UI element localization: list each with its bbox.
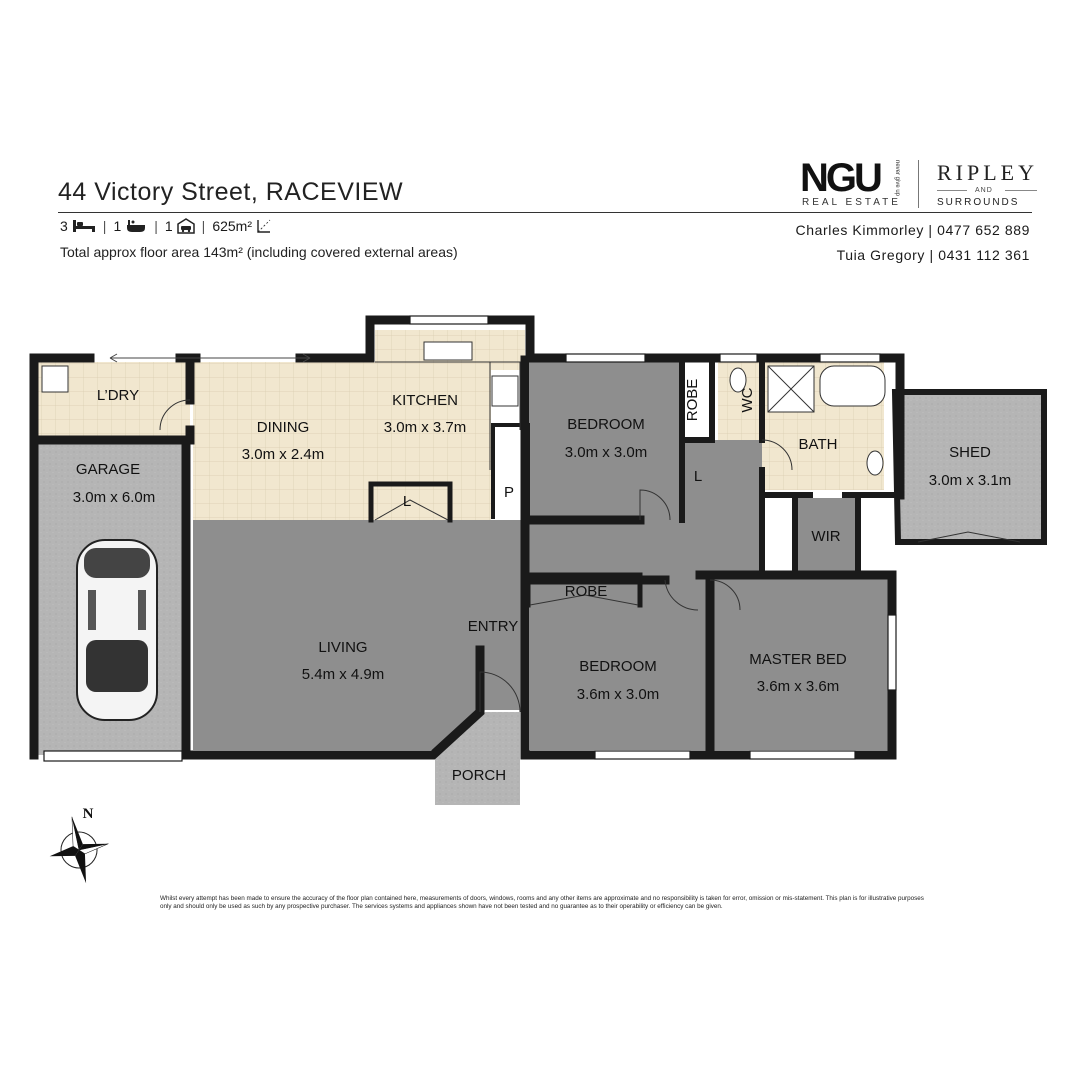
fixtures: [41, 341, 886, 476]
room-label-pantry: P: [504, 484, 514, 501]
agent-contact: Tuia Gregory | 0431 112 361: [836, 247, 1030, 263]
header-divider: [58, 212, 1032, 213]
agent-name: Charles Kimmorley: [795, 222, 924, 238]
room-size-kitchen: 3.0m x 3.7m: [384, 419, 467, 436]
agent-contact: Charles Kimmorley | 0477 652 889: [795, 222, 1030, 238]
room-size-bedroom2: 3.6m x 3.0m: [577, 686, 660, 703]
office-logo-line: [1005, 190, 1037, 191]
room-label-bath: BATH: [799, 436, 838, 453]
compass-north-label: N: [83, 806, 94, 822]
room-label-garage: GARAGE: [76, 461, 140, 478]
office-logo-line: [937, 190, 967, 191]
carpet-areas: [193, 362, 888, 750]
wir-floor: [795, 498, 855, 574]
room-size-living: 5.4m x 4.9m: [302, 666, 385, 683]
spec-separator: |: [154, 218, 158, 234]
compass-rose-icon: [49, 816, 109, 884]
master-floor: [712, 572, 888, 750]
room-label-porch: PORCH: [452, 767, 506, 784]
bath-icon: [125, 219, 147, 233]
agency-logo: NGU: [800, 156, 883, 200]
room-label-bedroom2: BEDROOM: [579, 658, 657, 675]
agency-subtitle: REAL ESTATE: [802, 197, 901, 208]
room-label-entry: ENTRY: [468, 618, 519, 635]
agent-phone[interactable]: 0477 652 889: [937, 222, 1030, 238]
laundry-tub: [41, 365, 69, 393]
beds-count: 3: [60, 218, 68, 234]
sliding-door-arrow: [109, 353, 311, 363]
basin: [866, 450, 884, 476]
window: [819, 353, 881, 363]
window: [409, 315, 489, 325]
agency-tagline: never give up: [894, 160, 900, 197]
spec-separator: |: [201, 218, 206, 234]
room-size-master: 3.6m x 3.6m: [757, 678, 840, 695]
disclaimer-text: Whilst every attempt has been made to en…: [160, 895, 924, 910]
office-logo: RIPLEY: [937, 160, 1038, 185]
room-label-kitchen: KITCHEN: [392, 392, 458, 409]
windows: [43, 315, 897, 762]
bed-icon: [72, 219, 96, 233]
agent-name: Tuia Gregory: [836, 247, 925, 263]
room-label-wir: WIR: [811, 528, 840, 545]
cooktop: [491, 375, 519, 407]
room-label-laundry: L’DRY: [97, 387, 139, 404]
hall-floor: [640, 440, 762, 575]
room-label-robe1: ROBE: [684, 379, 701, 422]
toilet: [729, 367, 747, 393]
office-logo-and: AND: [975, 187, 993, 194]
baths-count: 1: [113, 218, 122, 234]
room-label-linen2: L: [694, 468, 702, 485]
cars-count: 1: [164, 218, 173, 234]
property-address: 44 Victory Street, RACEVIEW: [58, 178, 404, 206]
land-size: 625m²: [212, 218, 252, 234]
office-logo-subtitle: SURROUNDS: [937, 197, 1020, 208]
garage-door: [43, 750, 183, 762]
room-label-master: MASTER BED: [749, 651, 847, 668]
property-specs: 3 | 1 | 1 | 625m²: [60, 218, 272, 234]
tile-areas: [38, 330, 884, 520]
window: [887, 614, 897, 691]
living-floor: [193, 520, 640, 750]
spec-separator: |: [102, 218, 107, 234]
room-size-garage: 3.0m x 6.0m: [73, 489, 156, 506]
room-label-bedroom1: BEDROOM: [567, 416, 645, 433]
window: [594, 750, 691, 760]
room-size-dining: 3.0m x 2.4m: [242, 446, 325, 463]
room-label-dining: DINING: [257, 419, 310, 436]
land-area-icon: [256, 218, 272, 234]
door-swings: [159, 399, 1021, 713]
room-label-wc: WC: [739, 387, 756, 412]
agent-phone[interactable]: 0431 112 361: [938, 247, 1030, 263]
window: [565, 353, 646, 363]
entry-floor: [480, 520, 528, 710]
shed-floor: [898, 392, 1044, 542]
room-size-shed: 3.0m x 3.1m: [929, 472, 1012, 489]
room-label-robe2: ROBE: [565, 583, 608, 600]
room-label-shed: SHED: [949, 444, 991, 461]
dining-kitchen-floor: [193, 362, 491, 520]
window: [749, 750, 856, 760]
room-size-bedroom1: 3.0m x 3.0m: [565, 444, 648, 461]
room-label-linen1: L: [403, 493, 411, 510]
floor-area-note: Total approx floor area 143m² (including…: [60, 244, 458, 260]
car-icon: [76, 539, 158, 721]
car-icon: [176, 218, 195, 234]
shower-diagonal: [767, 365, 815, 413]
window: [719, 353, 758, 363]
kitchen-bench: [375, 361, 521, 470]
kitchen-sink: [423, 341, 473, 361]
room-label-living: LIVING: [318, 639, 367, 656]
bathtub: [819, 365, 886, 407]
logo-divider: [918, 160, 919, 208]
